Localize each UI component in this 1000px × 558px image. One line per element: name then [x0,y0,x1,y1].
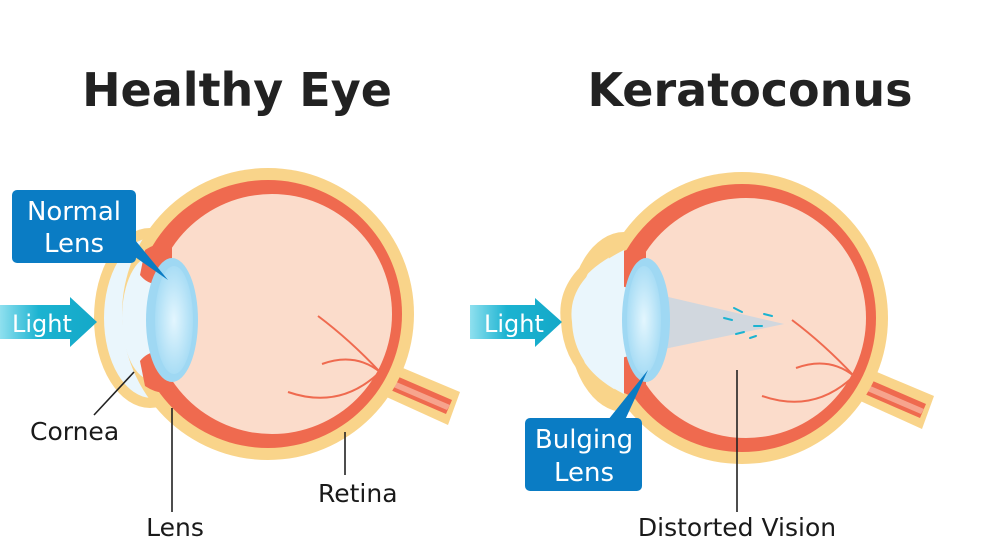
light-label-left: Light [12,310,72,338]
callout-text-normal: Normal [27,197,121,227]
cornea-label: Cornea [30,417,119,446]
light-label-right: Light [484,310,544,338]
cornea-leader-line [93,371,135,416]
title-healthy-eye: Healthy Eye [82,63,392,117]
callout-text-lens: Lens [44,229,104,259]
callout-text-lens-right: Lens [554,458,614,488]
distorted-vision-label: Distorted Vision [638,513,836,542]
callout-text-bulging: Bulging [535,425,633,455]
title-keratoconus: Keratoconus [587,63,912,117]
healthy-eye-illustration [93,167,461,461]
light-arrow-left: Light [0,297,97,347]
keratoconus-eye-illustration [560,171,935,465]
retina-label: Retina [318,479,398,508]
bulging-lens-callout: Bulging Lens [525,370,648,491]
lens-label: Lens [146,513,204,542]
normal-lens-callout: Normal Lens [12,190,168,280]
light-arrow-right: Light [470,298,562,347]
